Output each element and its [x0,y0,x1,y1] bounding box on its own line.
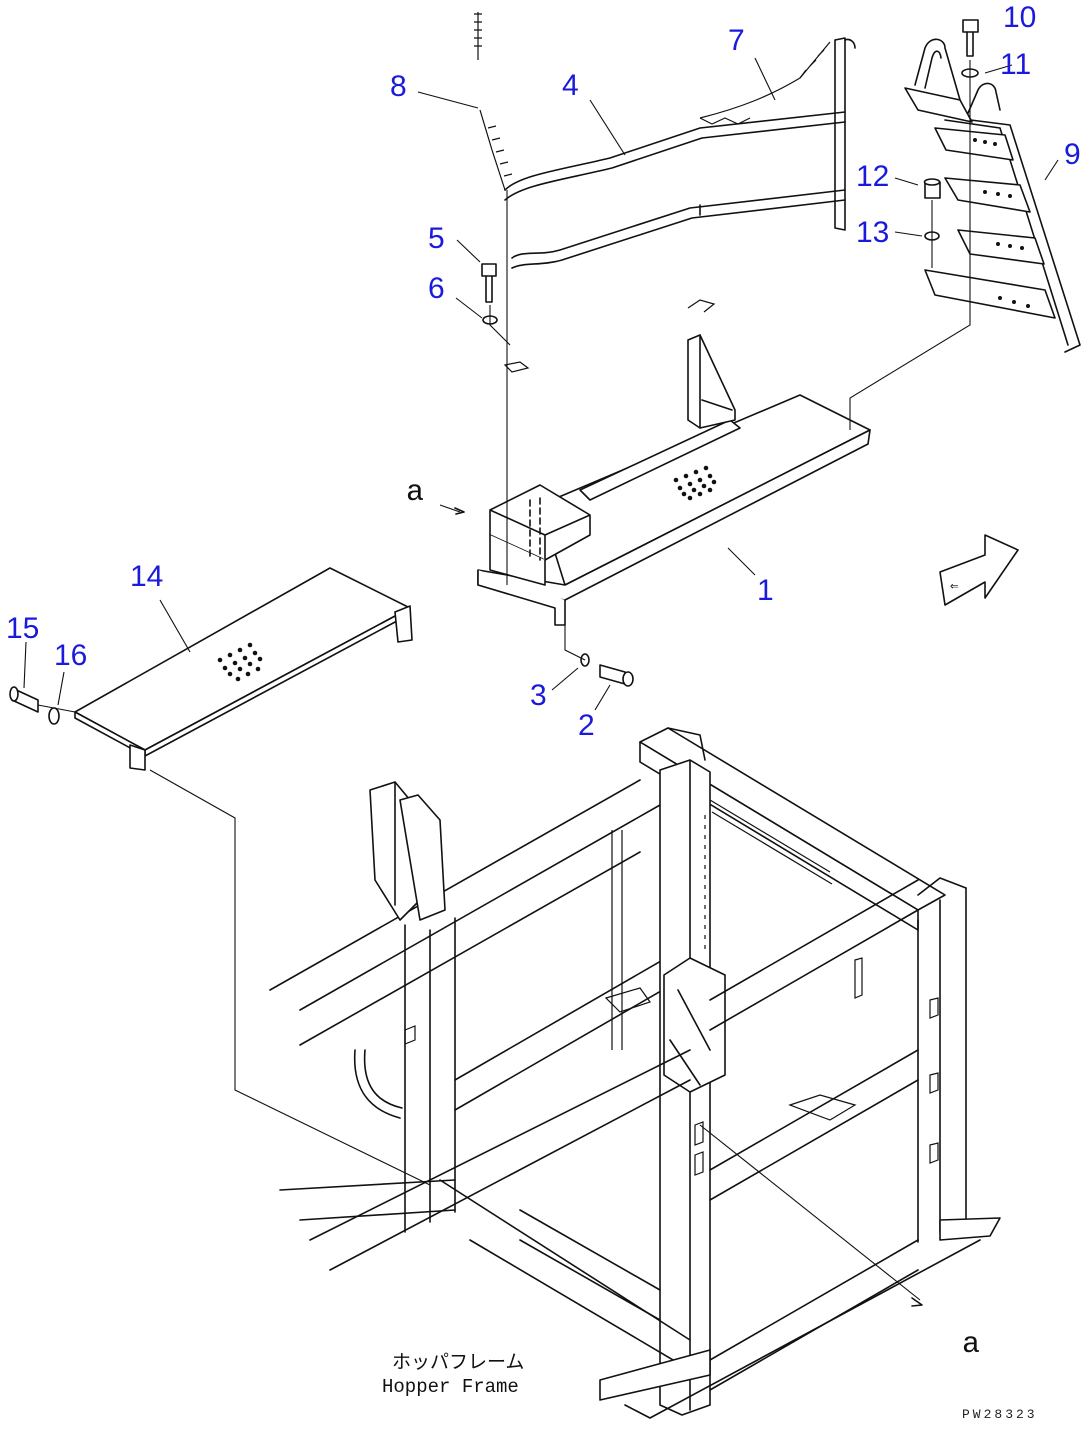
callout-12: 12 [856,160,889,193]
callout-16: 16 [54,639,87,672]
reference-mark-bottom: a [962,1328,980,1362]
bolt-10 [962,19,979,57]
assembly-lines [37,60,971,1307]
callout-8: 8 [390,70,407,103]
frame-label-en: Hopper Frame [382,1376,519,1398]
direction-sign-mark: ⇐ [950,579,958,595]
callout-4: 4 [562,69,579,102]
callout-2: 2 [578,709,595,742]
callout-1: 1 [757,574,774,607]
callout-leaders [23,57,1059,711]
frame-label-jp: ホッパフレーム [392,1351,524,1373]
handrail-assembly [504,37,856,269]
callout-6: 6 [428,272,445,305]
callout-10: 10 [1003,1,1036,34]
platform-assembly [477,299,871,626]
callout-7: 7 [728,24,745,57]
callout-13: 13 [856,216,889,249]
direction-sign: ⇐ [939,534,1019,606]
step-grating-holes [217,642,263,682]
callout-11: 11 [1000,48,1031,81]
washer-16 [48,707,60,725]
callout-5: 5 [428,222,445,255]
spacer-12 [923,178,941,199]
callout-9: 9 [1064,138,1081,171]
platform-grating-holes [673,465,717,501]
step-14 [74,567,413,771]
callout-labels: 1 2 3 4 5 6 7 8 9 10 11 12 13 14 15 16 [6,1,1081,742]
chain [474,12,831,191]
drawing-code: PW28323 [962,1407,1038,1422]
bolt-15 [9,686,39,713]
callout-14: 14 [130,560,163,593]
callout-15: 15 [6,612,39,645]
reference-mark-top: a [406,476,424,510]
bolt-2 [599,664,634,687]
bolt-5 [481,263,497,303]
ladder-9 [904,38,1081,353]
hopper-frame [269,727,1001,1419]
callout-3: 3 [530,679,547,712]
